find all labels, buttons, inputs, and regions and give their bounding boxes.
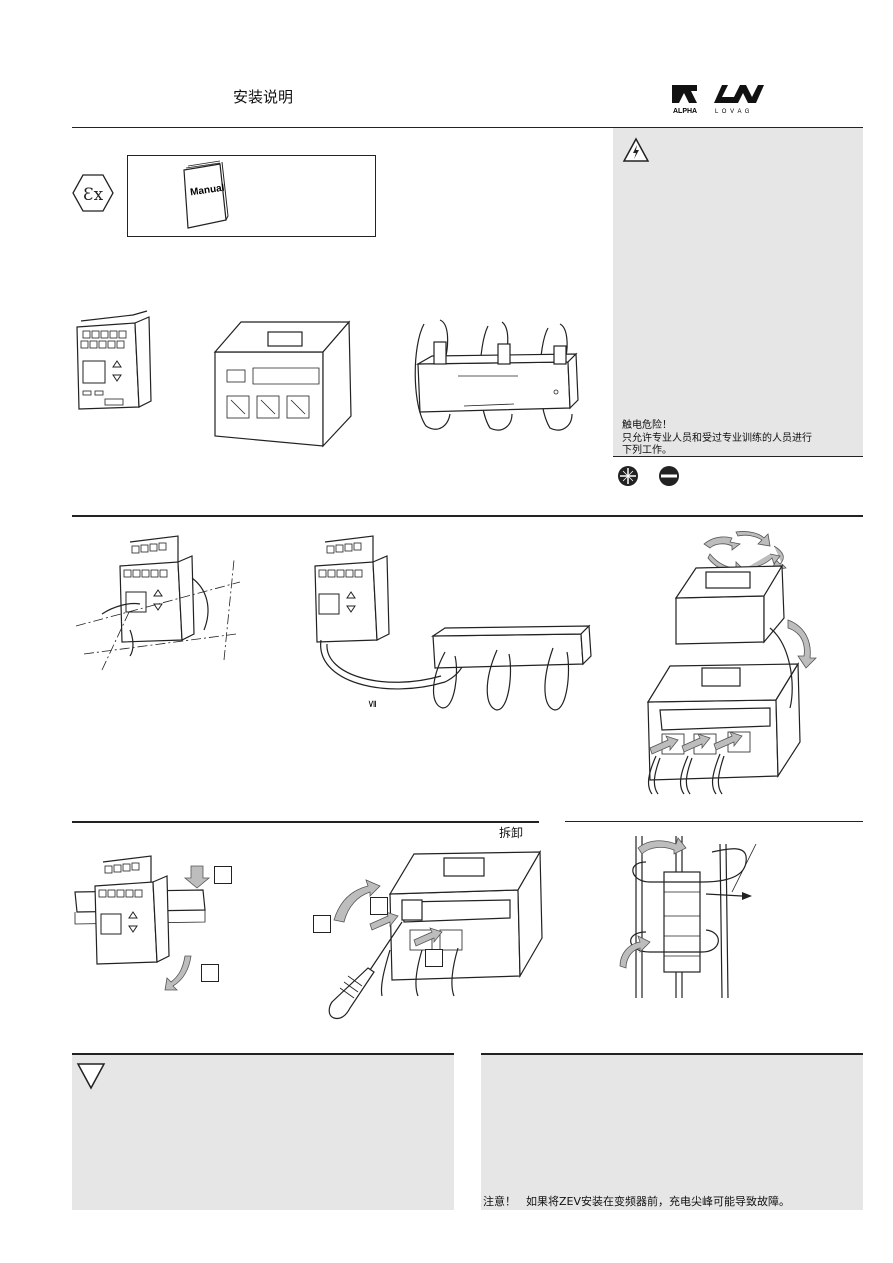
removal-label: 拆卸: [499, 826, 524, 840]
step-box-b: [370, 897, 388, 915]
din-rail-mount-drawing: [74, 855, 211, 991]
tools-row: [618, 466, 679, 486]
bottom-left-panel: [72, 1055, 454, 1210]
flat-screwdriver-icon: [659, 466, 679, 486]
danger-heading: 触电危险！: [622, 420, 672, 431]
manual-box: [127, 155, 376, 237]
ex-explosion-protection-icon: Ɛx: [72, 174, 114, 212]
page-title: 安装说明: [233, 88, 294, 106]
step-box-a: [313, 915, 331, 933]
notice-text: 如果将ZEV安装在变频器前，充电尖峰可能导致故障。: [526, 1195, 791, 1208]
step-box-1: [214, 866, 232, 884]
mounting-orientation-drawing: [75, 535, 241, 671]
removal-screwdriver-drawing: [328, 849, 543, 1020]
alpha-logo: ALPHA: [672, 85, 697, 115]
sensor-connection-drawing: ≦: [314, 535, 592, 711]
danger-panel: [613, 128, 863, 456]
section-rule-2: [72, 515, 863, 517]
danger-line-2: 下列工作。: [622, 445, 672, 456]
section-rule-3-left: [72, 821, 539, 823]
lovag-logo: L O V A G: [714, 85, 764, 115]
step-box-c: [425, 949, 443, 967]
manual-book-label: Manual: [190, 183, 226, 199]
caution-triangle-icon: [76, 1063, 106, 1090]
notice-label: 注意！: [483, 1195, 516, 1208]
cable-routing-drawing: [619, 836, 757, 999]
svg-text:Ɛx: Ɛx: [83, 185, 104, 205]
cable-length-mark: ≦: [367, 700, 378, 708]
alpha-logo-text: ALPHA: [673, 108, 697, 115]
relay-device-drawing: [76, 310, 152, 410]
module-snap-on-drawing: [646, 531, 817, 795]
bottom-right-rule: [481, 1053, 863, 1055]
header-rule: [72, 127, 863, 128]
notice-line: 注意！ 如果将ZEV安装在变频器前，充电尖峰可能导致故障。: [483, 1193, 790, 1209]
current-sensor-drawing: [414, 319, 579, 431]
step-box-2: [201, 964, 219, 982]
high-voltage-warning-icon: [622, 137, 650, 162]
section-rule-3-right: [565, 821, 863, 822]
wiring-block-drawing: [213, 320, 352, 448]
bottom-right-panel: [481, 1055, 863, 1210]
lovag-logo-text: L O V A G: [715, 109, 750, 115]
manual-book-icon: Manual: [183, 160, 229, 229]
danger-rule: [613, 456, 863, 457]
danger-text: 触电危险！ 只允许专业人员和受过专业训练的人员进行 下列工作。: [622, 420, 852, 458]
bottom-left-rule: [72, 1053, 454, 1055]
phillips-screwdriver-icon: [618, 466, 638, 486]
danger-line-1: 只允许专业人员和受过专业训练的人员进行: [622, 432, 812, 444]
